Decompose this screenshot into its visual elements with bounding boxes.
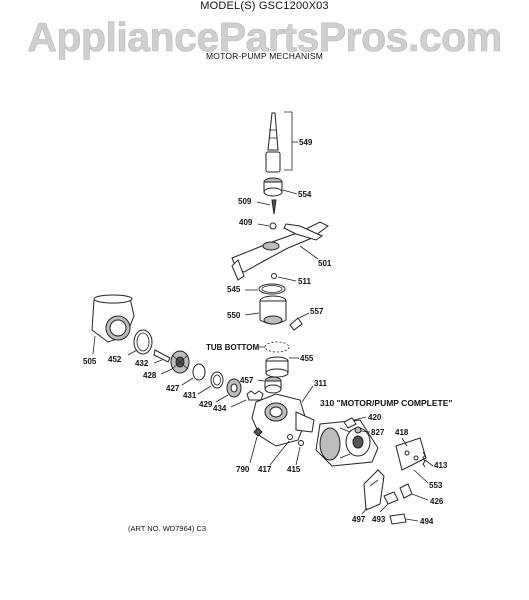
part-427-ring (192, 363, 206, 381)
bracket-549 (284, 111, 293, 171)
callout-457: 457 (240, 376, 254, 385)
model-number: MODEL(S) GSC1200X03 (200, 0, 329, 12)
callout-501: 501 (318, 259, 332, 268)
part-420-clip (343, 417, 357, 429)
part-455-seal (265, 356, 289, 378)
callout-511: 511 (298, 277, 311, 286)
callout-311: 311 (314, 379, 327, 388)
callout-417: 417 (258, 465, 272, 474)
part-511-o-ring (271, 273, 277, 279)
watermark: AppliancePartsPros.com (27, 14, 502, 61)
callout-827: 827 (371, 428, 385, 437)
part-554-nut (263, 177, 283, 197)
callout-554: 554 (298, 190, 312, 199)
part-432-connector (153, 349, 171, 363)
part-434-spring (246, 390, 264, 401)
part-415-nut (298, 440, 304, 446)
callout-509: 509 (238, 197, 252, 206)
art-number: (ART NO. WD7964) C3 (128, 524, 207, 533)
callout-432: 432 (135, 359, 149, 368)
part-428-impeller (170, 350, 190, 374)
part-413-spring (422, 451, 426, 468)
callout-415: 415 (287, 465, 301, 474)
tub-bottom-label: TUB BOTTOM (206, 343, 260, 352)
part-429-seal (226, 378, 242, 398)
callout-418: 418 (395, 428, 409, 437)
part-493-clip (383, 491, 399, 505)
callout-557: 557 (310, 307, 324, 316)
part-417-washer (287, 434, 293, 440)
part-497-mount (363, 469, 385, 511)
callout-550: 550 (227, 311, 241, 320)
part-409-washer (269, 222, 277, 230)
part-501-spray-arm (231, 221, 329, 281)
part-418-bracket (395, 437, 427, 471)
callout-553: 553 (429, 481, 443, 490)
callout-426: 426 (430, 497, 444, 506)
motor-pump-complete-label: 310 "MOTOR/PUMP COMPLETE" (320, 398, 452, 408)
callout-431: 431 (183, 391, 197, 400)
diagram-title: MOTOR-PUMP MECHANISM (205, 51, 324, 61)
callout-434: 434 (213, 404, 227, 413)
callout-455: 455 (300, 354, 314, 363)
callout-494: 494 (420, 517, 434, 526)
callout-545: 545 (227, 285, 241, 294)
callout-409: 409 (239, 218, 253, 227)
callout-493: 493 (372, 515, 386, 524)
part-549-spray-tube (265, 112, 281, 173)
callout-427: 427 (166, 384, 180, 393)
callout-420: 420 (368, 413, 382, 422)
tub-bottom-opening (264, 341, 290, 353)
part-311-pump-body (251, 393, 315, 447)
callout-452: 452 (108, 355, 122, 364)
callout-428: 428 (143, 371, 157, 380)
callout-549: 549 (299, 138, 313, 147)
part-557-filter (289, 317, 303, 331)
part-426-bracket (399, 483, 413, 499)
callout-429: 429 (199, 400, 213, 409)
callout-413: 413 (434, 461, 448, 470)
callout-497: 497 (352, 515, 366, 524)
part-494-grommet (389, 513, 407, 525)
part-550-housing (259, 295, 287, 325)
part-457-spacer (264, 376, 282, 394)
part-431-gasket (210, 371, 224, 389)
part-509-pin (271, 199, 277, 215)
callout-790: 790 (236, 465, 250, 474)
part-790-screw (253, 427, 263, 437)
callout-505: 505 (83, 357, 97, 366)
part-827-grommet (354, 426, 362, 434)
part-505-inlet-housing (91, 294, 135, 343)
